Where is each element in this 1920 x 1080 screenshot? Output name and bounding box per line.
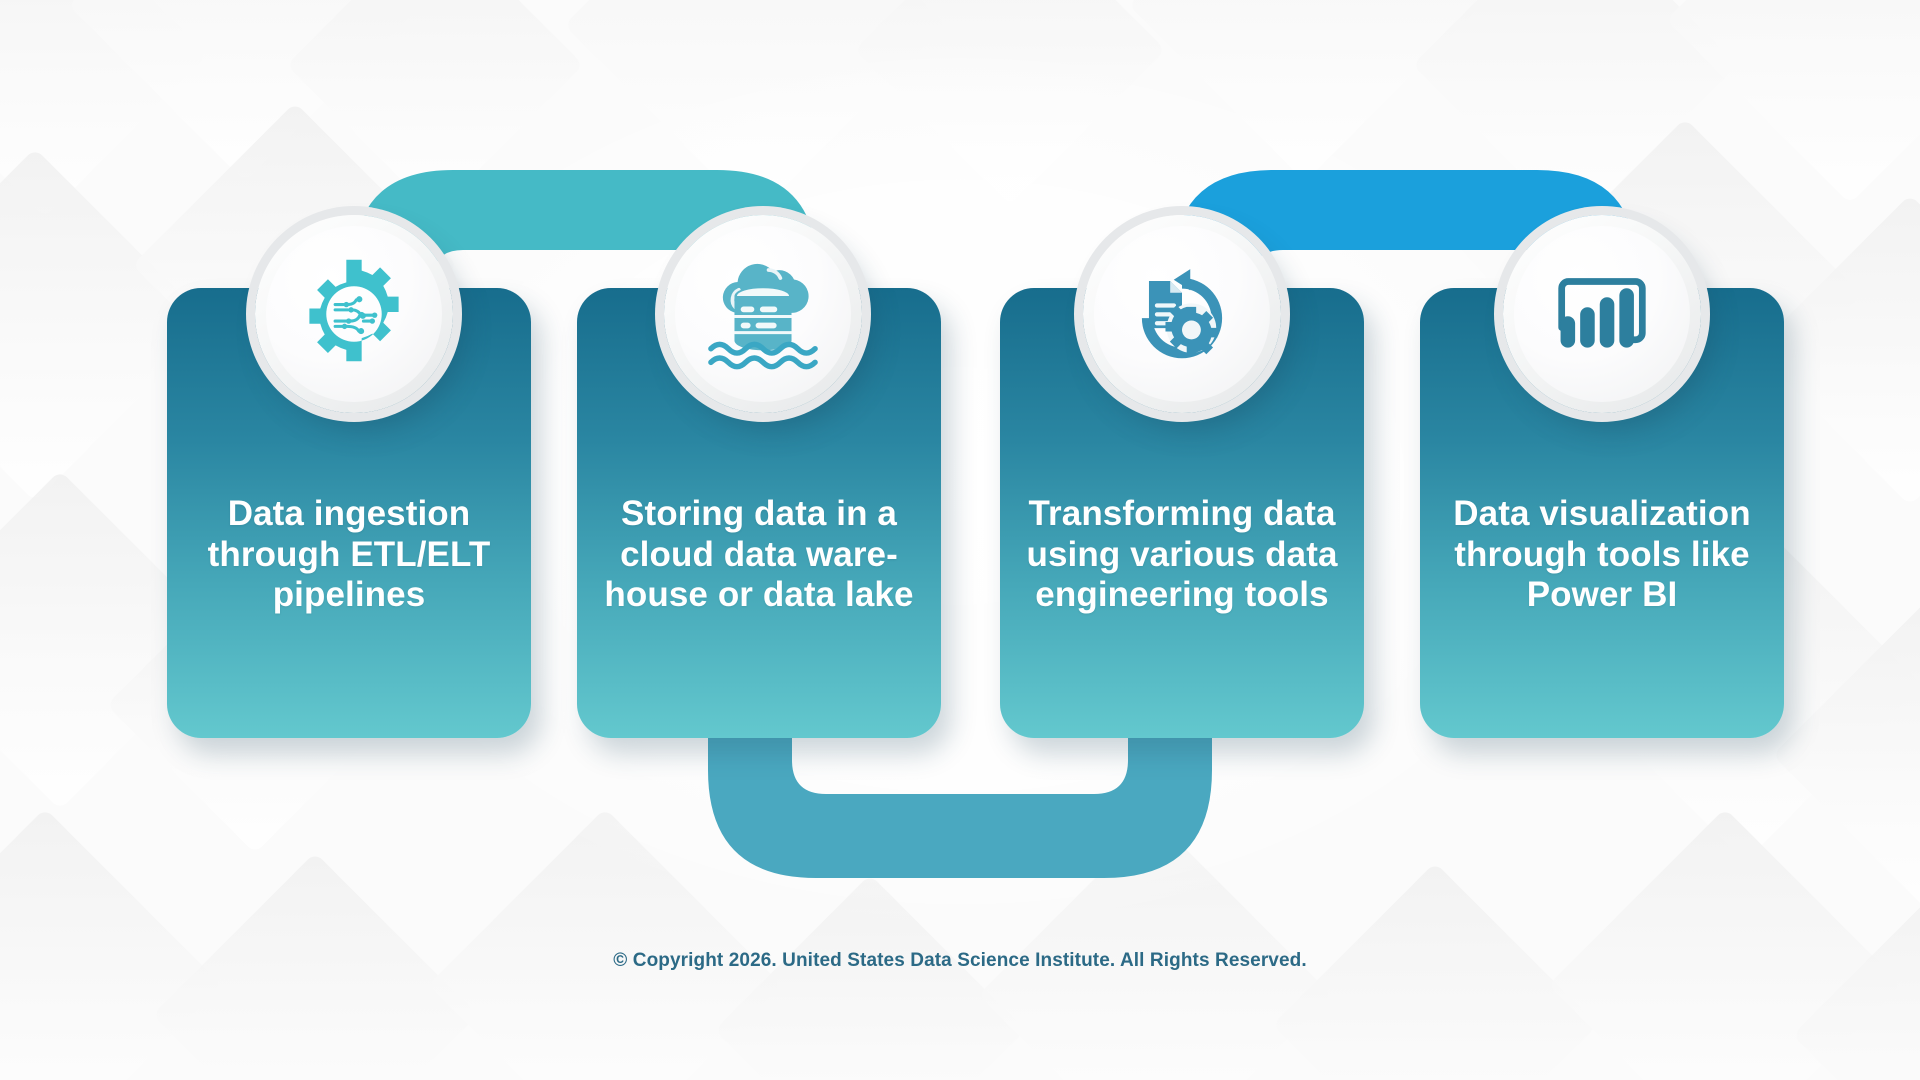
- step-card-2-label: Storing data in a cloud data ware- house…: [604, 494, 914, 615]
- copyright-footer: © Copyright 2026. United States Data Sci…: [613, 950, 1307, 971]
- badge-inner: [675, 226, 851, 402]
- document-refresh-gear-icon: [1123, 255, 1241, 373]
- cloud-database-lake-icon: [701, 252, 825, 376]
- connector-top-right: [1165, 150, 1645, 360]
- step-icon-badge-4[interactable]: [1503, 215, 1701, 413]
- connector-top-left: [345, 150, 825, 360]
- step-card-3-label: Transforming data using various data eng…: [1026, 494, 1338, 615]
- step-card-4-label: Data visualization through tools like Po…: [1453, 494, 1751, 615]
- gear-circuit-icon: [295, 255, 413, 373]
- badge-inner: [266, 226, 442, 402]
- step-card-1-label: Data ingestion through ETL/ELT pipelines: [207, 494, 491, 615]
- step-icon-badge-1[interactable]: [255, 215, 453, 413]
- step-icon-badge-2[interactable]: [664, 215, 862, 413]
- power-bi-icon: [1546, 258, 1658, 370]
- badge-inner: [1514, 226, 1690, 402]
- step-icon-badge-3[interactable]: [1083, 215, 1281, 413]
- badge-inner: [1094, 226, 1270, 402]
- connector-bottom-middle: [700, 640, 1220, 890]
